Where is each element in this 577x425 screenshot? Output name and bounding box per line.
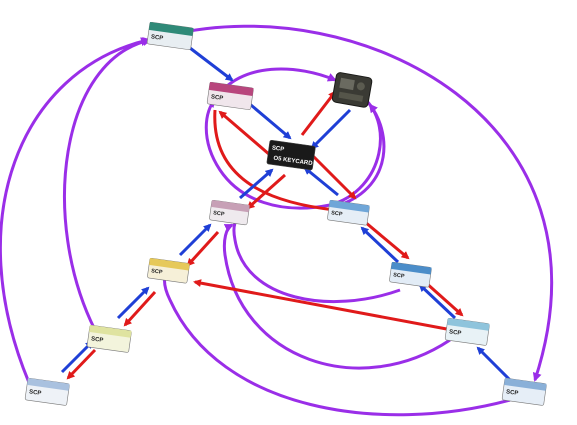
keycard-prefix: SCP [271,145,284,153]
keycard-prefix: SCP [213,210,225,218]
keycard-prefix: SCP [393,272,405,280]
chaos-device-icon [331,72,373,108]
blue-arrow-level2-to-level3 [178,223,212,257]
blue-arrow-facility-to-level4 [189,46,234,82]
keycard-stripe [27,378,70,391]
purple-arc-outer-left [0,37,150,386]
blue-arrow-guard-to-center [303,166,339,197]
keycards: SCP SCP SCP O5 KEYCARD [24,21,547,406]
blue-arrow-chaos-to-center [310,108,352,150]
red-arrows [66,90,464,380]
red-arrow-center-to-level3 [246,173,286,210]
keycard-prefix: SCP [506,389,519,397]
keycard-level2: SCP [147,257,190,284]
keycard-prefix: SCP [331,210,343,218]
purple-arc-outer-top [169,24,554,382]
blue-arrow-level1-to-level2 [116,286,150,320]
red-arrow-level1-to-janitor [66,348,97,380]
blue-arrow-commander-to-lt [418,283,457,320]
keycard-stripe [89,325,132,338]
red-arrow-center-to-guard [310,153,357,200]
keycard-prefix: SCP [449,329,462,337]
keycard-level1: SCP [86,324,132,353]
blue-arrow-level4-to-center [244,98,292,140]
keycard-level3: SCP [209,199,250,226]
blue-arrow-janitor-to-level1 [60,340,94,374]
red-arrow-lt-to-commander [424,280,464,317]
keycard-stripe [149,258,190,271]
blue-arrow-scientist-to-commander [476,346,514,384]
blue-arrow-level3-to-center [239,168,274,200]
keycard-stripe [148,22,194,37]
keycard-commander: SCP [444,317,490,346]
keycard-o5-label: O5 KEYCARD [273,156,313,168]
keycard-scientist: SCP [501,377,547,406]
purple-arc-inner-left [63,37,152,331]
blue-arrows [60,46,514,384]
purple-arc-center-circle [204,93,382,210]
keycard-stripe [208,82,254,97]
keycard-stripe [447,318,490,331]
keycard-prefix: SCP [151,268,163,276]
keycard-facility: SCP [146,21,194,50]
keycard-janitor: SCP [24,377,70,406]
keycard-prefix: SCP [150,34,163,42]
blue-arrow-lt-to-guard [360,226,400,264]
keycard-stripe [391,262,432,275]
keycard-stripe [504,378,547,391]
keycard-stripe [329,200,370,213]
keycard-stripe [211,200,250,213]
purple-arrows [0,24,554,417]
keycard-o5: SCP O5 KEYCARD [266,139,316,171]
purple-arc-commander-loop [222,223,451,370]
keycard-lt: SCP [389,261,432,288]
red-arrow-o5-to-level4 [218,110,271,157]
red-arrow-center-to-chaos [300,90,337,136]
purple-arc-guard-loop [339,103,386,207]
keycard-prefix: SCP [29,389,42,397]
red-arrow-level2-to-level1 [123,290,157,327]
keycard-prefix: SCP [210,94,223,102]
keycard-level4: SCP [206,81,254,110]
red-arrow-level4-to-guard [213,109,337,214]
keycard-prefix: SCP [91,336,104,344]
red-arrow-guard-to-lt [364,220,410,260]
red-arrow-level3-to-level2 [186,230,220,267]
red-arrow-commander-to-level2 [193,279,453,332]
keycard-guard: SCP [327,199,370,226]
